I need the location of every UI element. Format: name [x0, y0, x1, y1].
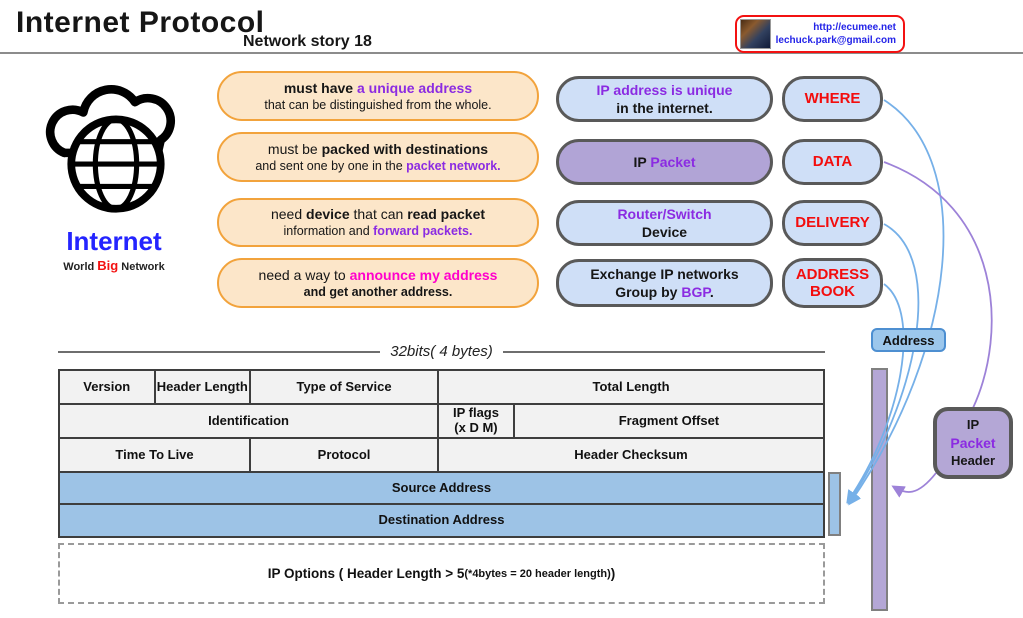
text-segment: announce my address: [349, 266, 498, 283]
author-badge: http://ecumee.net lechuck.park@gmail.com: [735, 15, 905, 53]
field-total-length: Total Length: [439, 371, 823, 403]
bits-label: 32bits( 4 bytes): [390, 343, 493, 360]
text-segment: device: [306, 206, 350, 223]
arrow-packet-header-to-bar: [891, 472, 937, 498]
need-line-1: must be packed with destinations: [268, 140, 488, 158]
packet-line-2: Packet: [950, 434, 996, 451]
bits-line-left: [58, 350, 381, 353]
need-line-2: information and forward packets.: [284, 223, 473, 240]
answer-box-delivery: Router/Switch Device: [556, 200, 773, 246]
page-title: Internet Protocol: [16, 6, 265, 39]
need-line-1: need a way to announce my address: [259, 266, 498, 284]
packet-line-3: Header: [950, 453, 996, 469]
arrow-data-to-packet-header: [883, 161, 993, 409]
tag-where: WHERE: [782, 76, 883, 122]
internet-tagline: World Big Network: [24, 258, 204, 273]
answer-box-data: IP Packet: [556, 139, 773, 185]
address-chip: Address: [871, 328, 946, 352]
author-url: http://ecumee.net: [813, 22, 896, 33]
text-segment: packet network.: [406, 158, 501, 173]
field-type-of-service: Type of Service: [251, 371, 438, 403]
field-header-checksum: Header Checksum: [439, 439, 823, 471]
bits-width-label-row: 32bits( 4 bytes): [58, 343, 826, 360]
answer-line-2: in the internet.: [616, 100, 713, 116]
text-segment: Group by: [615, 284, 682, 300]
tag-address-book: ADDRESS BOOK: [782, 258, 883, 308]
text-segment: a unique address: [356, 79, 473, 96]
need-line-1: must have a unique address: [284, 79, 472, 97]
field-protocol: Protocol: [251, 439, 438, 471]
text-segment: forward packets.: [373, 224, 473, 239]
text-segment: need a way to: [258, 266, 350, 283]
tagline-post: Network: [118, 261, 165, 273]
address-fields-bar: [828, 472, 841, 536]
text-segment: and sent one by one in the: [255, 158, 407, 173]
need-line-1: need device that can read packet: [271, 205, 485, 223]
ip-options-box: IP Options ( Header Length > 5 (*4bytes …: [58, 543, 825, 604]
ip-options-main: IP Options ( Header Length > 5: [267, 566, 465, 581]
need-box-forward-device: need device that can read packet informa…: [217, 198, 539, 247]
field-source-address: Source Address: [60, 473, 823, 503]
answer-line-2: Device: [641, 224, 688, 240]
text-segment: .: [709, 284, 714, 300]
answer-line-1: IP Packet: [633, 153, 695, 171]
ip-header-span-bar: [871, 368, 888, 611]
tagline-big: Big: [97, 258, 119, 273]
text-segment: BGP: [681, 284, 710, 300]
field-destination-address: Destination Address: [60, 505, 823, 536]
tagline-pre: World: [63, 261, 98, 273]
text-segment: must be: [267, 140, 322, 157]
author-email: lechuck.park@gmail.com: [775, 35, 896, 46]
field-fragment-offset: Fragment Offset: [514, 405, 823, 437]
page-subtitle: Network story 18: [243, 33, 372, 50]
answer-box-address-book: Exchange IP networks Group by BGP.: [556, 259, 773, 307]
text-segment: that can: [349, 206, 408, 223]
need-line-2: that can be distinguished from the whole…: [264, 97, 492, 112]
ip-packet-header-box: IP Packet Header: [933, 407, 1013, 479]
author-avatar: [740, 19, 771, 49]
author-contact: http://ecumee.net lechuck.park@gmail.com: [776, 21, 896, 47]
answer-line-2: Group by BGP.: [615, 283, 714, 301]
ip-header-table: Version Header Length Type of Service To…: [58, 369, 825, 538]
field-ip-flags: IP flags (x D M): [439, 405, 513, 437]
internet-cloud-globe-icon: [45, 85, 176, 213]
text-segment: read packet: [407, 206, 486, 223]
need-box-unique-address: must have a unique address that can be d…: [217, 71, 539, 121]
field-time-to-live: Time To Live: [60, 439, 250, 471]
ip-flags-line-2: (x D M): [454, 420, 498, 435]
need-line-2: and sent one by one in the packet networ…: [255, 158, 500, 175]
text-segment: must have: [283, 79, 357, 96]
answer-line-1: Router/Switch: [617, 205, 712, 222]
need-box-packed-destinations: must be packed with destinations and sen…: [217, 132, 539, 182]
tag-delivery: DELIVERY: [782, 200, 883, 246]
text-segment: IP: [633, 153, 651, 170]
packet-line-1: IP: [966, 417, 980, 432]
text-segment: packed with destinations: [321, 140, 489, 157]
field-header-length: Header Length: [155, 371, 250, 403]
need-line-2: and get another address.: [303, 284, 453, 299]
field-version: Version: [60, 371, 154, 403]
ip-flags-line-1: IP flags: [452, 405, 499, 421]
bits-line-right: [502, 350, 826, 353]
answer-box-where: IP address is unique in the internet.: [556, 76, 773, 122]
header-divider: [0, 52, 1023, 54]
text-segment: Packet: [650, 153, 696, 170]
answer-line-1: Exchange IP networks: [590, 265, 739, 282]
need-box-announce-address: need a way to announce my address and ge…: [217, 258, 539, 308]
tag-data: DATA: [782, 139, 883, 185]
ip-options-close: ): [610, 566, 616, 581]
field-identification: Identification: [60, 405, 438, 437]
answer-line-1: IP address is unique: [596, 81, 733, 98]
text-segment: information and: [283, 224, 374, 239]
text-segment: need: [270, 206, 307, 223]
internet-label: Internet: [66, 226, 162, 256]
ip-options-note: (*4bytes = 20 header length): [464, 567, 611, 580]
